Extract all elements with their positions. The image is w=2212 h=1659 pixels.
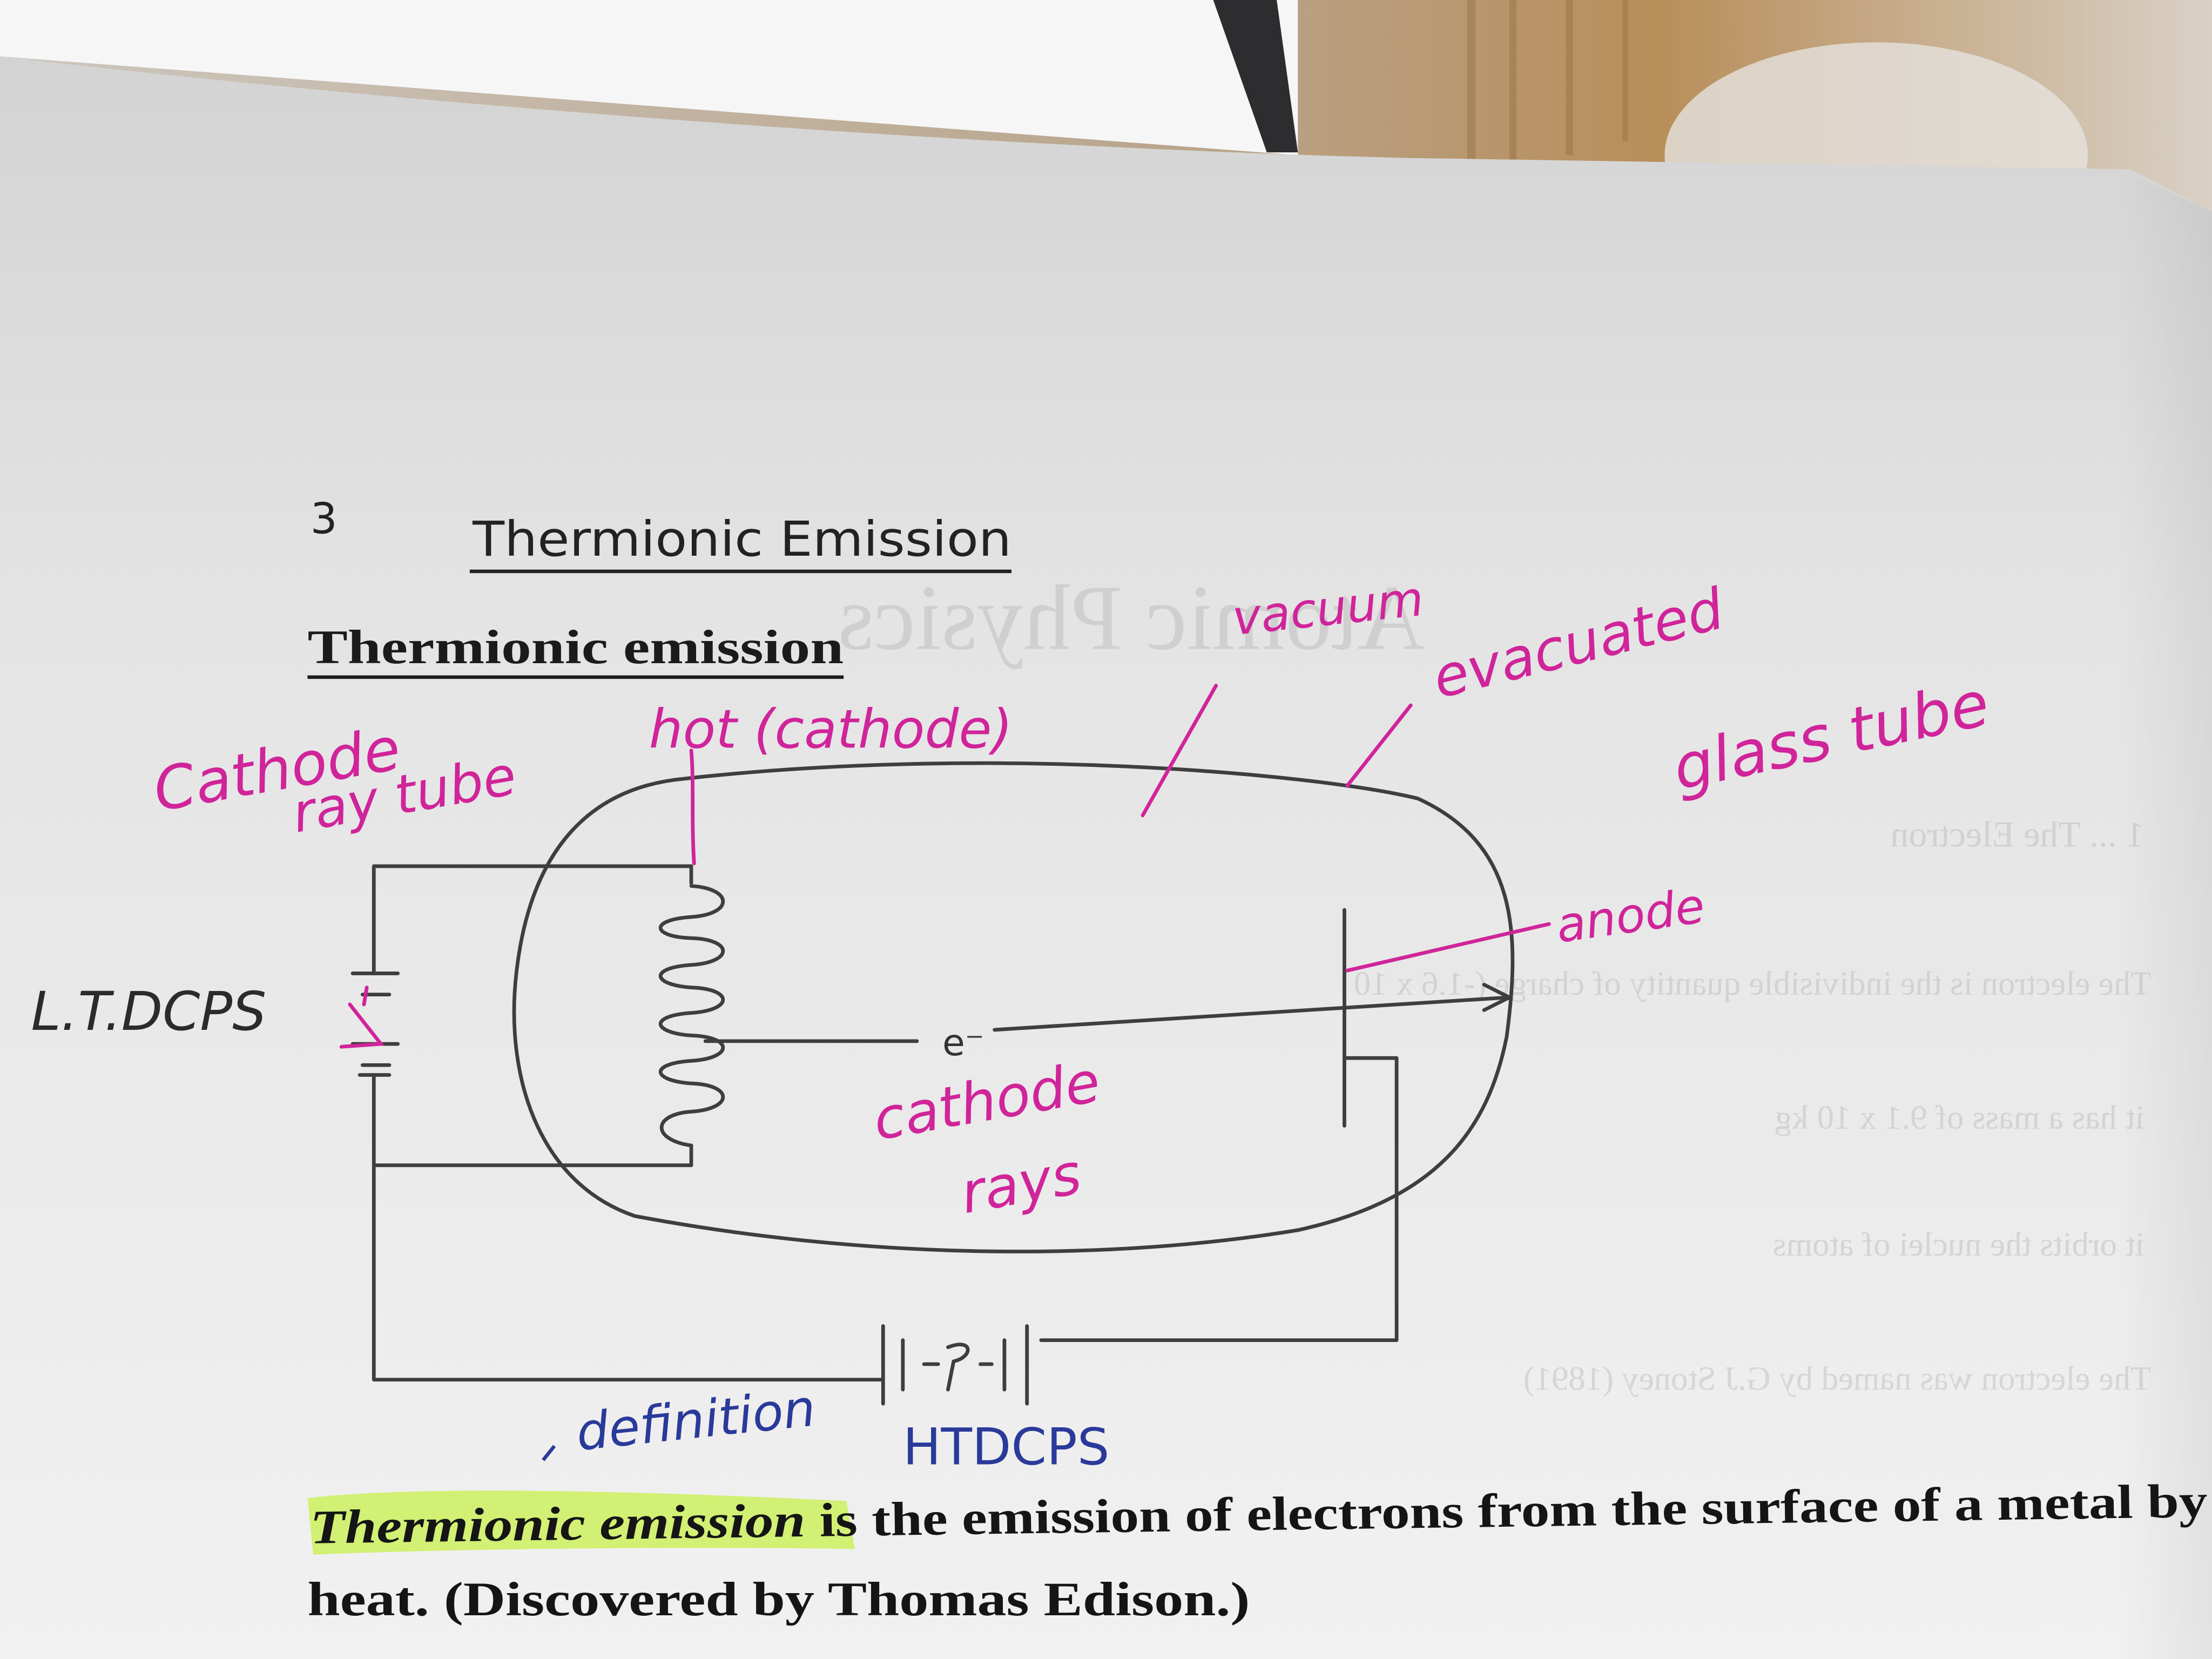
wire-anode (1039, 1056, 1399, 1343)
subheading: Thermionic emission (307, 621, 844, 674)
beam-arrowhead (1482, 982, 1512, 1012)
faint-line-4: The electron was named by G.J Stoney (18… (1523, 1359, 2152, 1397)
pointer-anode (1345, 922, 1551, 973)
pointer-hot-cathode (689, 748, 696, 866)
paper-sheet (0, 56, 2212, 1659)
monitor-bezel (1213, 0, 1298, 153)
electron-beam-right (993, 995, 1512, 1032)
lt-arrow-mark (339, 986, 385, 1049)
section-title: Thermionic Emission (472, 511, 1011, 567)
annotation-hot-cathode: hot (cathode) (649, 698, 1013, 760)
faint-line-3: it orbits the nuclei of atoms (1773, 1225, 2144, 1263)
pointer-vacuum (1141, 684, 1218, 818)
faint-line-1: The electron is the indivisible quantity… (1354, 965, 2152, 1002)
annotation-ltdcps: L.T.DCPS (31, 981, 266, 1043)
circuit-diagram (350, 761, 1515, 1406)
faint-title: Atomic Physics (838, 567, 1425, 670)
faint-line-2: it has a mass of 9.1 x 10 kg (1775, 1098, 2144, 1136)
wire-top (372, 864, 693, 975)
pointer-lines (339, 684, 1551, 1049)
definition-term: Thermionic emission (310, 1494, 806, 1554)
highlighter-mark (307, 1491, 855, 1555)
definition-tick (542, 1445, 556, 1461)
section-number: 3 (311, 494, 338, 543)
definition-line-2: heat. (Discovered by Thomas Edison.) (307, 1573, 1250, 1626)
heater-coil (658, 884, 725, 1148)
wire-bottom (372, 1163, 885, 1382)
electron-label: e⁻ (942, 1022, 984, 1064)
paper-edge-shadow (2116, 166, 2212, 1659)
annotation-htdcps: HTDCPS (903, 1418, 1110, 1477)
faint-item: 1 ... The Electron (1890, 813, 2144, 854)
definition-line-1: Thermionic emission is the emission of e… (310, 1475, 2208, 1554)
curtain-stripes (1467, 0, 1628, 170)
ht-cell-mark (946, 1343, 970, 1392)
glass-tube-outline (512, 761, 1515, 1253)
monitor-screen (0, 0, 1298, 156)
pointer-evacuated (1345, 703, 1413, 788)
show-through-text: Atomic Physics 1 ... The Electron The el… (838, 567, 2151, 1397)
